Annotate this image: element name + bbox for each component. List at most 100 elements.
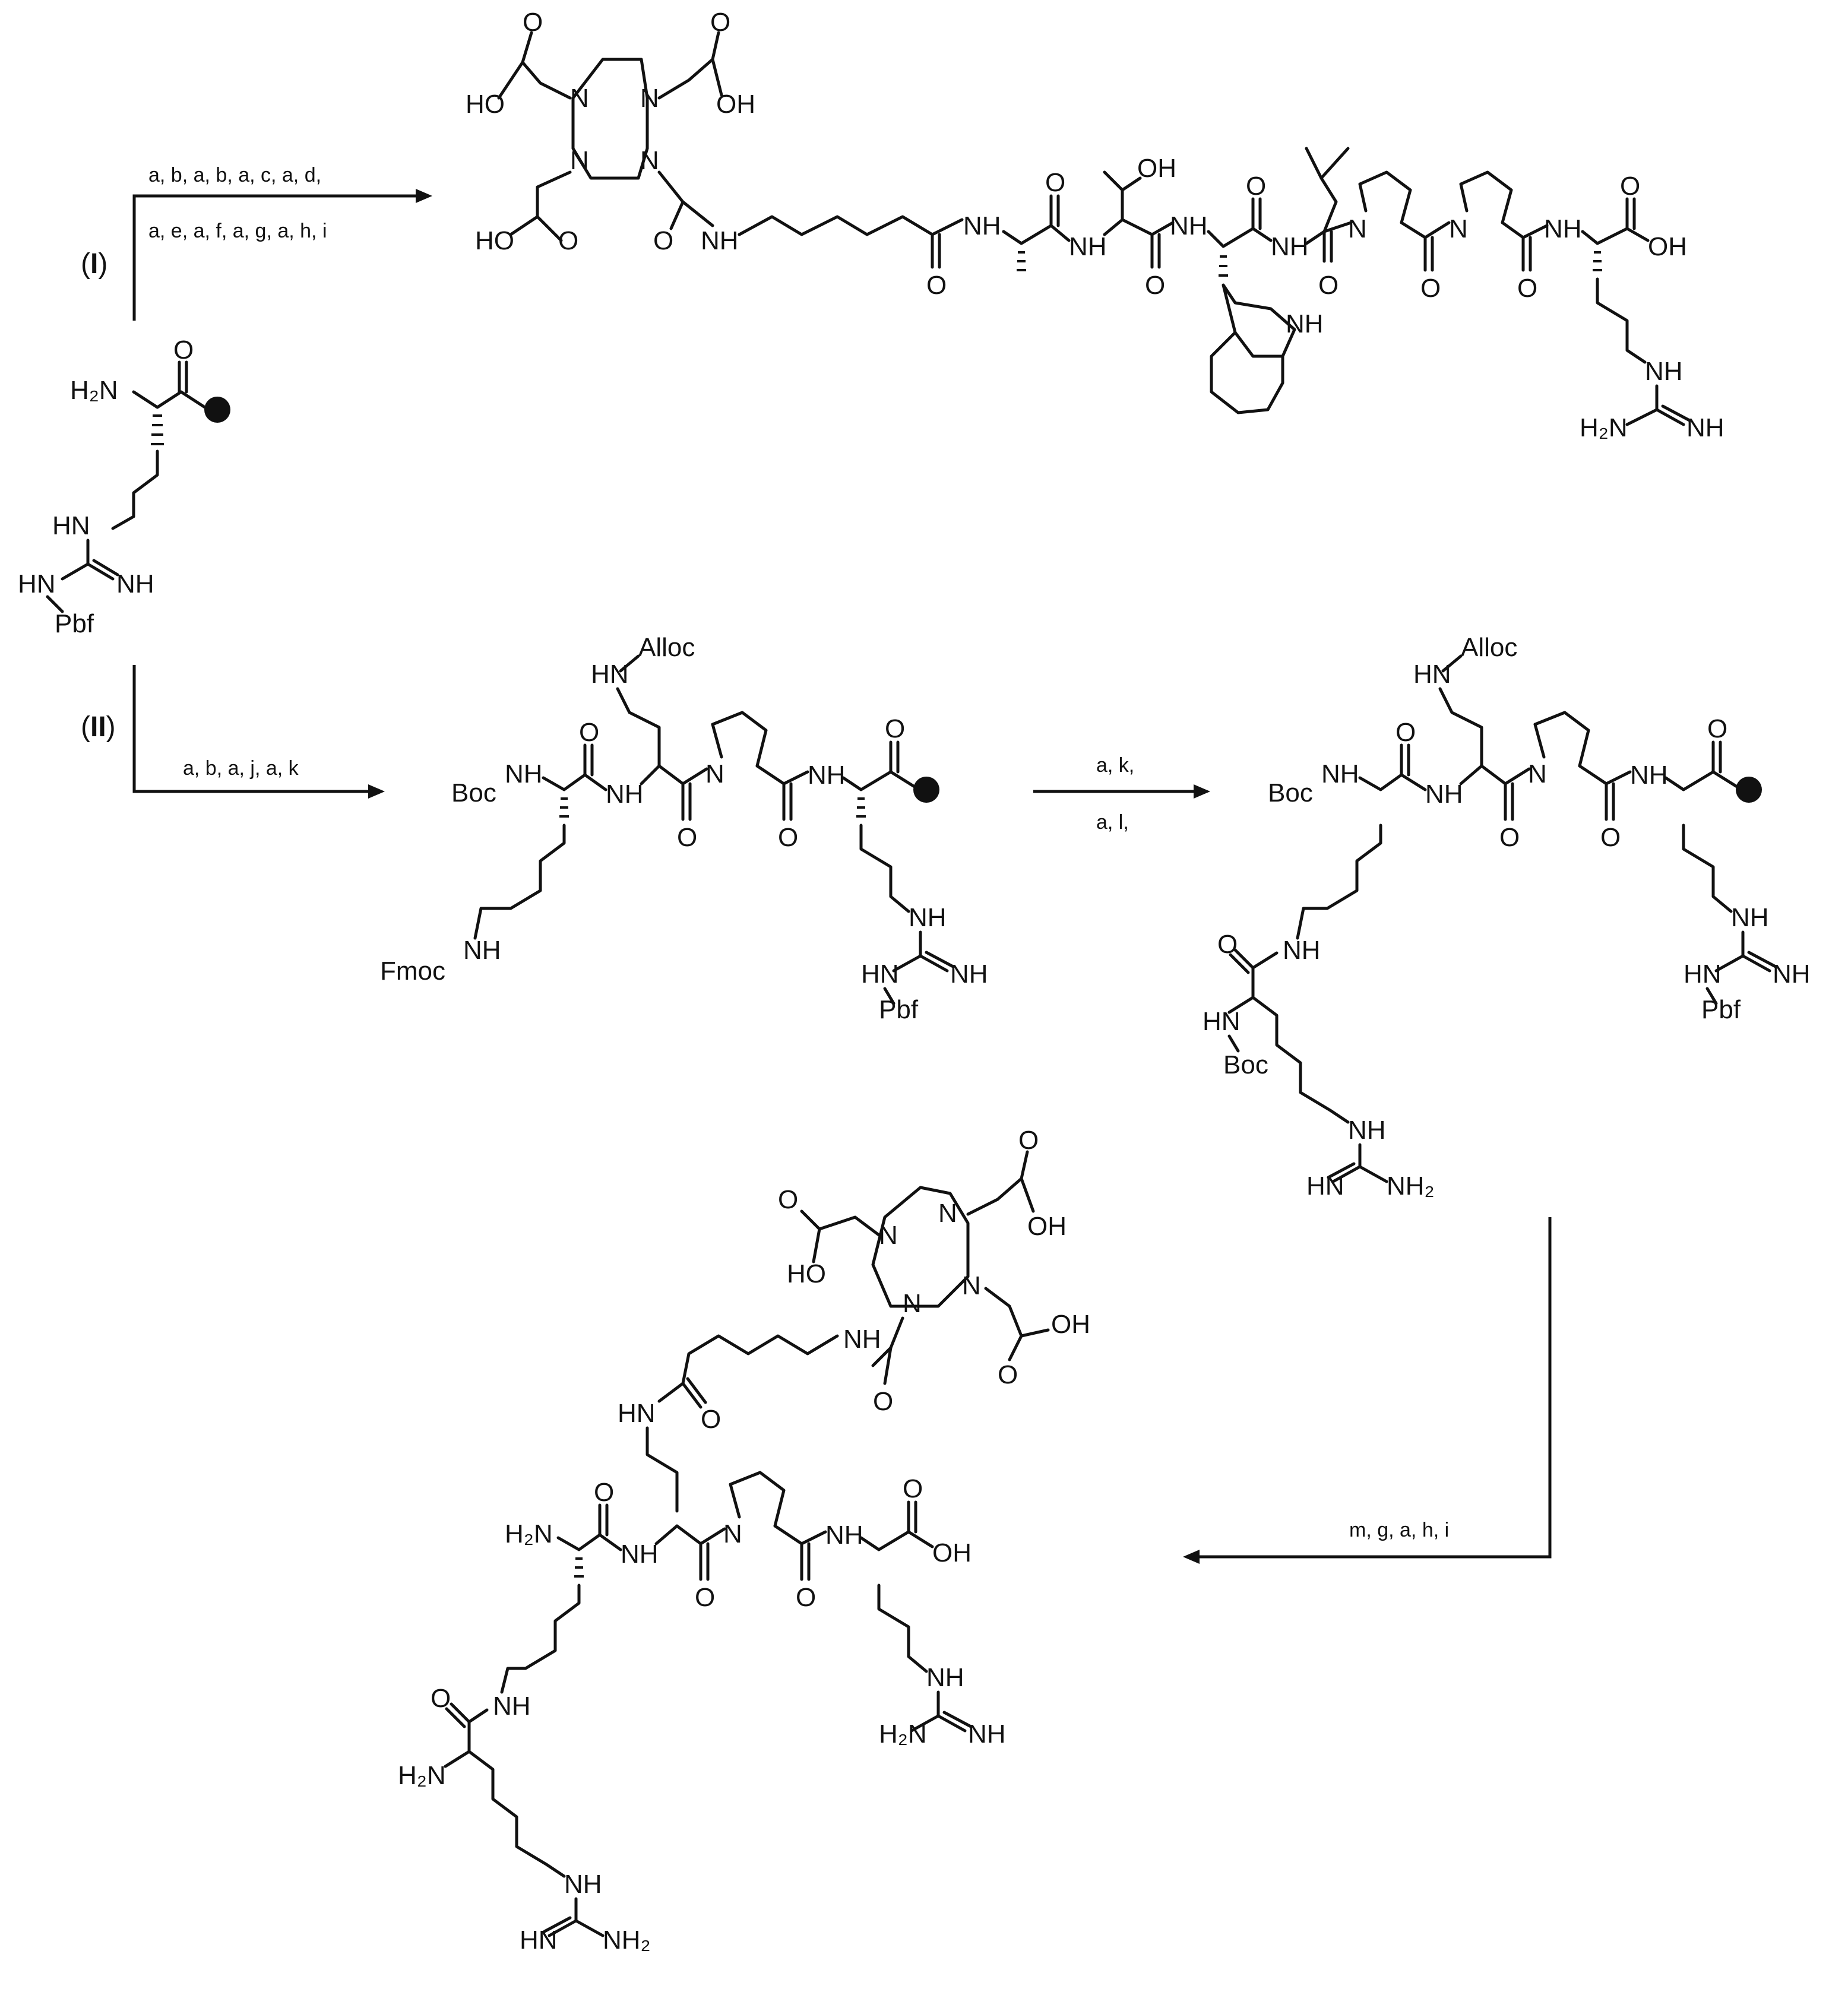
int2-resin-bead-icon	[1736, 777, 1762, 803]
p2-linker-o2: O	[701, 1405, 721, 1434]
linker-nh: NH	[701, 226, 739, 255]
p2-arg-nh: NH	[926, 1663, 964, 1692]
int2-pro-n: N	[1528, 759, 1547, 788]
starting-resin-arginine: H₂N O HN HN NH Pbf	[18, 335, 230, 638]
product-1-dota-peptide: N N N N O HO O OH HO O O NH O NH O NH	[466, 8, 1724, 442]
p2-dota-o3: O	[998, 1360, 1018, 1389]
int2-boc: Boc	[1268, 778, 1313, 807]
p2-dab-hn: HN	[618, 1399, 656, 1428]
int2-o1: O	[1396, 718, 1416, 747]
arg-o: O	[1620, 172, 1640, 201]
arg-nh: NH	[1544, 214, 1582, 243]
p2-nh2: NH	[825, 1521, 863, 1550]
int2-guan-nh2: NH₂	[1387, 1171, 1435, 1201]
dota-o2: O	[710, 8, 730, 37]
int2-lys-nh: NH	[1283, 936, 1321, 965]
int1-pro-n: N	[705, 759, 724, 788]
int1-arg-nh2: NH	[950, 959, 988, 989]
int2-guan-hn: HN	[1306, 1171, 1344, 1201]
p2-nh1: NH	[621, 1540, 659, 1569]
arg-guan-nh: NH	[1645, 357, 1683, 386]
int2-alloc-hn: HN	[1413, 660, 1451, 689]
route-2-label: (II)	[81, 711, 116, 743]
route-2-conditions: a, b, a, j, a, k	[183, 757, 299, 780]
p2-o4: O	[903, 1474, 923, 1503]
p2-h2n: H₂N	[505, 1519, 553, 1548]
int1-boc: Boc	[451, 778, 496, 807]
linker-o: O	[926, 271, 947, 300]
trp-o: O	[1246, 172, 1266, 201]
start-hn: HN	[52, 511, 90, 540]
ala-nh: NH	[963, 211, 1001, 240]
intermediate-2-resin-peptide: HN Alloc Boc NH O NH O N O NH O NH	[1203, 633, 1811, 1201]
resin-bead-icon	[204, 397, 230, 423]
pro1-n: N	[1348, 214, 1367, 243]
int2-o3: O	[1600, 823, 1621, 852]
p2-guan-nh2: NH₂	[603, 1926, 651, 1955]
pro1-o: O	[1420, 274, 1441, 303]
start-nh: NH	[116, 569, 154, 598]
int1-o4: O	[885, 714, 905, 743]
int2-o5: O	[1217, 930, 1238, 959]
int1-fmoc: Fmoc	[380, 957, 445, 986]
int1-lys-hash	[559, 797, 569, 818]
dota-n4: N	[640, 146, 659, 175]
route-2-arrow: a, b, a, j, a, k (II)	[81, 665, 385, 799]
int2-boc2: Boc	[1223, 1050, 1268, 1079]
p2-o3: O	[796, 1583, 816, 1612]
route-1-conditions-line1: a, b, a, b, a, c, a, d,	[148, 164, 321, 186]
route-1-arrow: a, b, a, b, a, c, a, d, a, e, a, f, a, g…	[81, 164, 432, 321]
dota-n3: N	[570, 146, 589, 175]
p2-dota-oh2: OH	[1027, 1212, 1067, 1241]
int2-nh2: NH	[1630, 761, 1668, 790]
int2-o4: O	[1707, 714, 1727, 743]
int1-arg-hn: HN	[861, 959, 899, 989]
p2-arg-h2n: H₂N	[879, 1719, 927, 1749]
p2-arg-nh2: NH	[968, 1719, 1006, 1749]
start-stereo-hash	[151, 414, 164, 445]
int1-nh1: NH	[606, 780, 644, 809]
int1-nh2: NH	[808, 761, 846, 790]
arg-acid-oh: OH	[1648, 232, 1687, 261]
p2-stereo-hash	[574, 1557, 584, 1578]
p2-dota-oh3: OH	[1051, 1310, 1090, 1339]
arg-guan-h2n: H₂N	[1580, 413, 1628, 442]
start-pbf: Pbf	[55, 609, 94, 638]
p2-guan-nh: NH	[564, 1870, 602, 1899]
step-4-conditions: m, g, a, h, i	[1349, 1519, 1449, 1541]
int1-arg-nh: NH	[909, 903, 947, 932]
leu-nh: NH	[1271, 232, 1309, 261]
dota-ho3: HO	[475, 226, 514, 255]
p2-dota-n3: N	[903, 1289, 922, 1318]
p2-o1: O	[594, 1478, 614, 1507]
p2-dota-ho1: HO	[787, 1259, 826, 1288]
int1-o1: O	[579, 718, 599, 747]
step-3-conditions-line2: a, l,	[1096, 811, 1129, 834]
step-4-arrow: m, g, a, h, i	[1183, 1217, 1552, 1564]
leu-o: O	[1318, 271, 1338, 300]
int2-nh1: NH	[1425, 780, 1463, 809]
p2-dota-n2: N	[938, 1199, 957, 1228]
arg-guan-nh2: NH	[1686, 413, 1724, 442]
int1-pbf: Pbf	[879, 995, 919, 1024]
int2-arg-nh2: NH	[1773, 959, 1811, 989]
indole-nh: NH	[1286, 309, 1324, 338]
dota-o4: O	[653, 226, 673, 255]
int2-arg-nh: NH	[1731, 903, 1769, 932]
dota-oh2: OH	[716, 90, 755, 119]
int1-o2: O	[677, 823, 697, 852]
int1-boc-nh: NH	[505, 759, 543, 788]
pro2-o: O	[1517, 274, 1537, 303]
route-1-label: (I)	[81, 248, 107, 280]
ala-o: O	[1045, 168, 1065, 197]
p2-lys-nh: NH	[493, 1692, 531, 1721]
int2-arg-hn: HN	[1684, 959, 1722, 989]
dota-n1: N	[570, 84, 589, 113]
p2-o5: O	[431, 1684, 451, 1713]
dota-o1: O	[523, 8, 543, 37]
start-hn2: HN	[18, 569, 56, 598]
int1-fmoc-nh: NH	[463, 936, 501, 965]
thr-o: O	[1145, 271, 1165, 300]
p2-oh: OH	[932, 1538, 972, 1567]
